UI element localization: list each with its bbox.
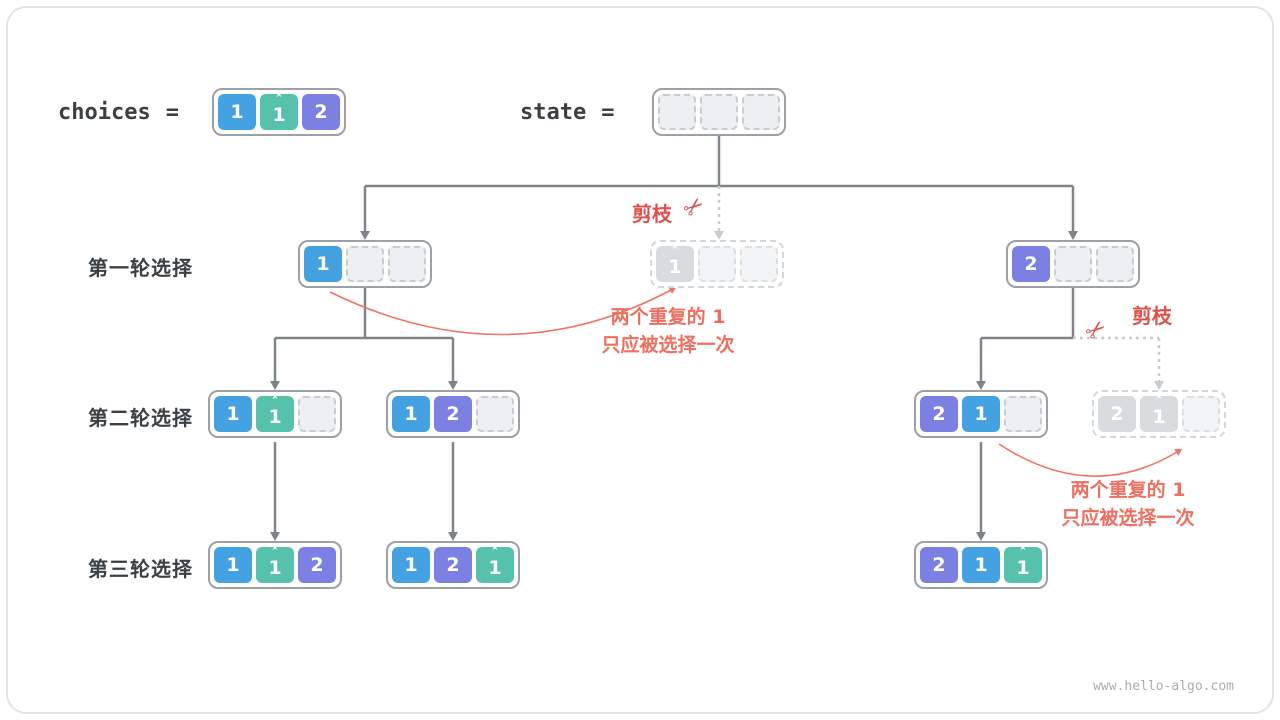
duplicate-note-2: 两个重复的 1 只应被选择一次 [1008,477,1248,532]
duplicate-note-2-line2: 只应被选择一次 [1061,506,1195,529]
duplicate-note-1-line1: 两个重复的 1 [610,306,726,328]
value-cell: 1 [218,94,256,130]
equals-sign: = [601,99,615,125]
empty-cell [1096,246,1134,282]
row-label-round-2: 第二轮选择 [88,406,193,430]
value-cell: 1 [214,547,252,583]
row-label-round-1: 第一轮选择 [88,256,193,280]
node-r1-2: 2 [1006,240,1140,288]
empty-cell [658,94,696,130]
duplicate-note-2-line1: 两个重复的 1 [1070,479,1186,501]
hat-mark: ˆ [1155,396,1163,411]
hat-mark: ˆ [1019,547,1027,562]
empty-cell [298,396,336,432]
empty-cell [698,246,736,282]
empty-cell [740,246,778,282]
prune-label-2: 剪枝 [1132,304,1172,328]
diagram-frame [6,6,1274,714]
value-cell: 2 [920,547,958,583]
empty-cell [700,94,738,130]
duplicate-note-1: 两个重复的 1 只应被选择一次 [548,304,788,359]
empty-cell [1182,396,1220,432]
empty-cell [476,396,514,432]
value-cell: 2 [298,547,336,583]
empty-cell [1004,396,1042,432]
value-cell: 1 [392,396,430,432]
hat-mark: ˆ [491,547,499,562]
node-r1-1: 1 [298,240,432,288]
equals-sign: = [165,99,179,125]
duplicate-note-1-line2: 只应被选择一次 [601,333,735,356]
value-cell: 2 [434,396,472,432]
value-cell: 1 [962,547,1000,583]
empty-cell [388,246,426,282]
value-cell: 2 [1098,396,1136,432]
choices-label: choices [58,99,151,125]
footer-watermark: www.hello-algo.com [1093,679,1234,694]
value-cell: 1 [304,246,342,282]
value-cell: 1 [214,396,252,432]
state-header: state = [520,88,614,136]
value-cell: 2 [1012,246,1050,282]
value-cell: 1 [962,396,1000,432]
hat-mark: ˆ [271,547,279,562]
state-box [652,88,786,136]
row-label-round-3: 第三轮选择 [88,557,193,581]
choices-header: choices = [58,88,179,136]
hat-mark: ˆ [271,396,279,411]
value-cell: 2 [434,547,472,583]
hat-mark: ˆ [275,94,283,109]
empty-cell [346,246,384,282]
value-cell: 2 [920,396,958,432]
empty-cell [742,94,780,130]
value-cell: 2 [302,94,340,130]
hat-mark: ˆ [671,246,679,261]
state-label: state [520,99,587,125]
empty-cell [1054,246,1092,282]
prune-label-1: 剪枝 [632,202,672,226]
value-cell: 1 [392,547,430,583]
